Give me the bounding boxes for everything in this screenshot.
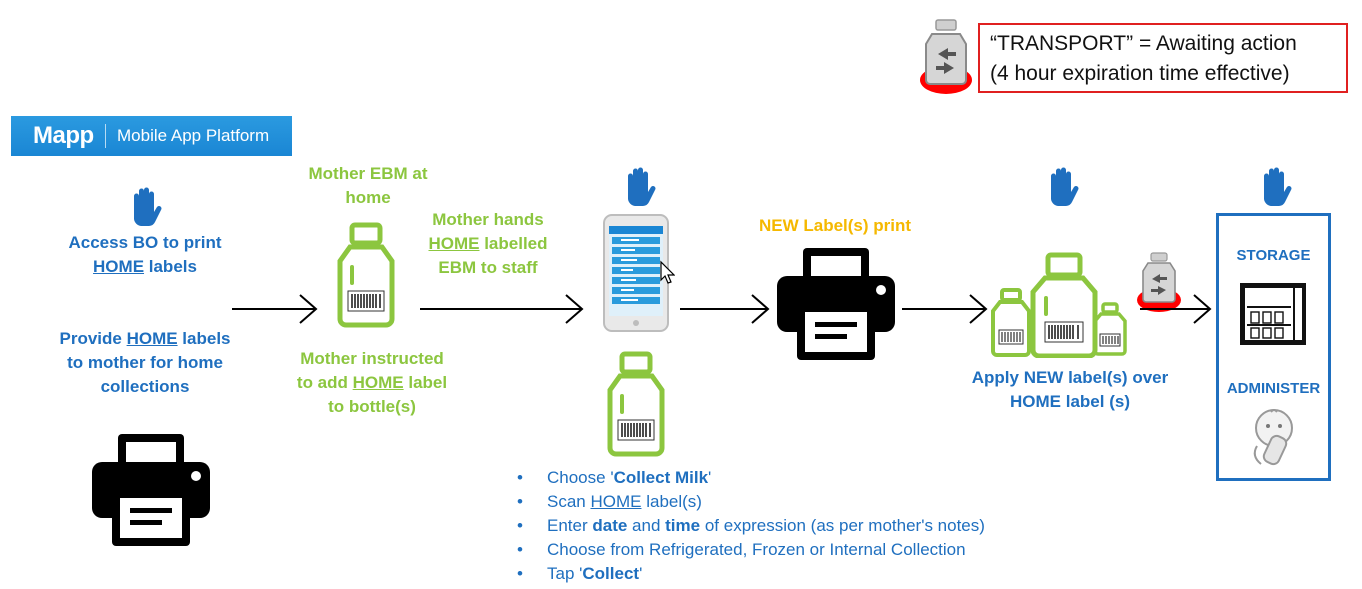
storage-label: STORAGE: [1236, 247, 1311, 264]
list-item: •Scan HOME label(s): [517, 492, 702, 511]
mapp-logo: Mapp: [33, 122, 94, 149]
transport-legend: “TRANSPORT” = Awaiting action (4 hour ex…: [978, 23, 1348, 93]
legend-line-2: (4 hour expiration time effective): [990, 62, 1290, 85]
list-item: •Tap 'Collect': [517, 564, 643, 583]
list-item: •Enter date and time of expression (as p…: [517, 516, 985, 535]
hand-icon: [1045, 166, 1079, 208]
step2-top-text: Mother EBM at home: [308, 164, 428, 207]
step2-bottom-text: Mother instructed to add HOME label to b…: [296, 349, 448, 416]
new-label-printer-icon: [777, 246, 895, 362]
relabelled-bottles-icon: [990, 252, 1128, 359]
step5-apply-text: Apply NEW label(s) over HOME label (s): [971, 368, 1169, 411]
home-label-printer-icon: [92, 432, 210, 548]
baby-icon: [1249, 406, 1299, 468]
new-label-print-text: NEW Label(s) print: [758, 216, 912, 235]
milk-bottle-icon: [604, 350, 668, 458]
arrow-icon: [1140, 294, 1212, 324]
transport-bottle-icon: [918, 16, 974, 98]
list-item: •Choose 'Collect Milk': [517, 468, 712, 487]
hand-icon: [128, 186, 162, 228]
arrow-icon: [680, 294, 770, 324]
list-item: •Choose from Refrigerated, Frozen or Int…: [517, 540, 966, 559]
administer-label: ADMINISTER: [1226, 380, 1321, 397]
phone-app-icon[interactable]: [603, 214, 669, 332]
storage-administer-box: STORAGE ADMINISTER: [1216, 213, 1331, 481]
arrow-icon: [902, 294, 988, 324]
mapp-subtitle: Mobile App Platform: [117, 126, 270, 145]
step1-access-text: Access BO to print HOME labels: [68, 233, 222, 276]
arrow-icon: [232, 294, 318, 324]
transport-bottle-icon: [1136, 250, 1182, 314]
hand-icon: [1258, 166, 1292, 208]
legend-line-1: “TRANSPORT” = Awaiting action: [990, 32, 1297, 55]
collect-instructions-list: •Choose 'Collect Milk' •Scan HOME label(…: [517, 466, 985, 586]
fridge-icon: [1239, 282, 1307, 346]
step1-provide-text: Provide HOME labels to mother for home c…: [59, 329, 231, 396]
cursor-icon: [653, 260, 676, 286]
milk-bottle-icon: [334, 221, 398, 329]
arrow-icon: [420, 294, 584, 324]
banner-divider: [105, 124, 106, 148]
step3-hands-text: Mother hands HOME labelled EBM to staff: [428, 210, 548, 277]
mapp-banner: Mapp Mobile App Platform: [11, 116, 292, 156]
hand-icon: [622, 166, 656, 208]
